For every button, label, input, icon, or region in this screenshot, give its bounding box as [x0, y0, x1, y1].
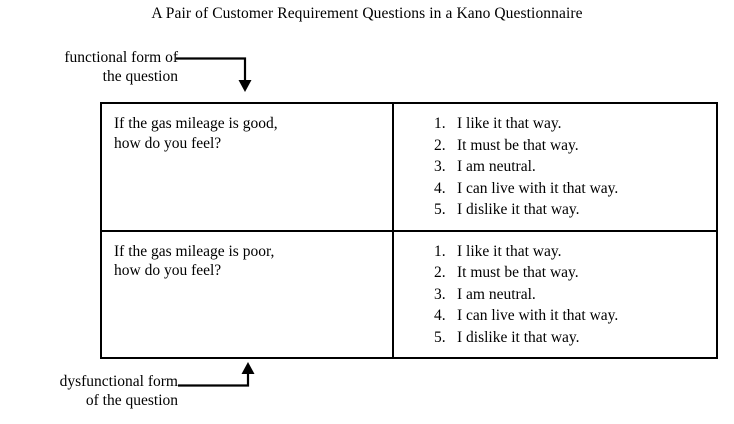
answers-cell-functional: 1. I like it that way. 2. It must be tha…: [392, 102, 718, 232]
question-cell-dysfunctional: If the gas mileage is poor, how do you f…: [100, 229, 394, 359]
answer-number: 1.: [434, 115, 446, 132]
list-item[interactable]: 3. I am neutral.: [394, 284, 716, 306]
functional-form-label: functional form of the question: [6, 48, 178, 86]
question-line-1: If the gas mileage is poor,: [114, 242, 275, 260]
answer-number: 5.: [434, 328, 446, 346]
question-line-2: how do you feel?: [114, 262, 222, 279]
answer-number: 2.: [434, 264, 446, 282]
answer-text: I dislike it that way.: [457, 328, 580, 346]
table-row: If the gas mileage is poor, how do you f…: [100, 229, 718, 359]
answers-list: 1. I like it that way. 2. It must be tha…: [394, 104, 716, 221]
list-item[interactable]: 5. I dislike it that way.: [394, 327, 716, 349]
functional-form-arrow: [176, 57, 252, 92]
answer-text: It must be that way.: [457, 264, 579, 282]
answer-text: It must be that way.: [457, 136, 579, 154]
question-cell-functional: If the gas mileage is good, how do you f…: [100, 102, 394, 232]
answer-number: 4.: [434, 179, 446, 197]
question-line-2: how do you feel?: [114, 134, 222, 152]
dysfunctional-form-label: dysfunctional form of the question: [4, 372, 178, 410]
answer-number: 3.: [434, 285, 446, 303]
answers-cell-dysfunctional: 1. I like it that way. 2. It must be tha…: [392, 229, 718, 359]
functional-form-label-line-1: functional form of: [64, 49, 178, 66]
dysfunctional-form-label-line-1: dysfunctional form: [59, 373, 178, 390]
dysfunctional-form-arrow: [178, 362, 255, 387]
question-text: If the gas mileage is poor, how do you f…: [102, 232, 392, 281]
question-text: If the gas mileage is good, how do you f…: [102, 104, 392, 153]
dysfunctional-form-label-line-2: of the question: [85, 392, 178, 409]
answers-list: 1. I like it that way. 2. It must be tha…: [394, 232, 716, 349]
answer-text: I am neutral.: [457, 158, 536, 176]
answer-number: 1.: [434, 242, 446, 260]
list-item[interactable]: 3. I am neutral.: [394, 156, 716, 178]
list-item[interactable]: 5. I dislike it that way.: [394, 199, 716, 221]
answer-text: I like it that way.: [457, 242, 562, 260]
question-line-1: If the gas mileage is good,: [114, 115, 278, 132]
functional-form-label-line-2: the question: [102, 68, 178, 85]
answer-number: 2.: [434, 136, 446, 154]
answer-number: 3.: [434, 158, 446, 176]
kano-questionnaire-table: If the gas mileage is good, how do you f…: [100, 102, 718, 359]
list-item[interactable]: 4. I can live with it that way.: [394, 305, 716, 327]
answer-text: I like it that way.: [457, 115, 562, 132]
answer-text: I dislike it that way.: [457, 201, 580, 219]
answer-text: I can live with it that way.: [457, 307, 619, 325]
list-item[interactable]: 1. I like it that way.: [394, 113, 716, 135]
table-row: If the gas mileage is good, how do you f…: [100, 102, 718, 232]
list-item[interactable]: 1. I like it that way.: [394, 241, 716, 263]
answer-text: I can live with it that way.: [457, 179, 619, 197]
answer-number: 5.: [434, 201, 446, 219]
figure-title: A Pair of Customer Requirement Questions…: [151, 5, 583, 22]
answer-number: 4.: [434, 307, 446, 325]
list-item[interactable]: 2. It must be that way.: [394, 135, 716, 157]
list-item[interactable]: 2. It must be that way.: [394, 262, 716, 284]
answer-text: I am neutral.: [457, 285, 536, 303]
list-item[interactable]: 4. I can live with it that way.: [394, 178, 716, 200]
